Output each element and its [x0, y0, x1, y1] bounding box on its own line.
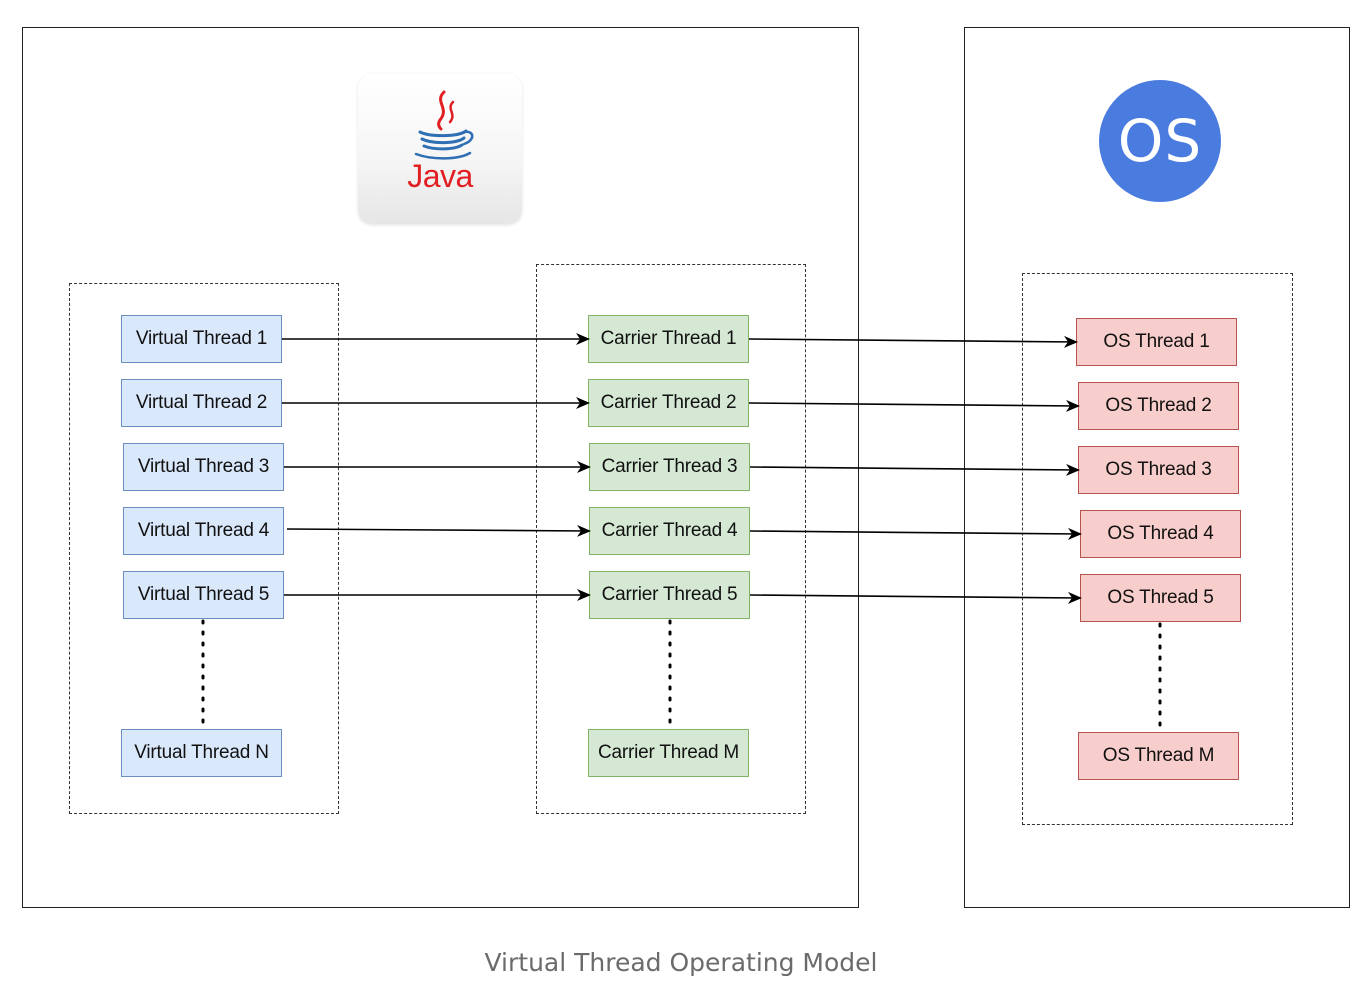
os-thread-5: OS Thread 5: [1080, 574, 1241, 622]
virtual-thread-group: [69, 283, 339, 814]
os-thread-m: OS Thread M: [1078, 732, 1239, 780]
os-logo: OS: [1099, 80, 1221, 202]
carrier-thread-2: Carrier Thread 2: [588, 379, 749, 427]
os-thread-4: OS Thread 4: [1080, 510, 1241, 558]
virtual-thread-n: Virtual Thread N: [121, 729, 282, 777]
carrier-thread-m: Carrier Thread M: [588, 729, 749, 777]
carrier-thread-group: [536, 264, 806, 814]
virtual-thread-1: Virtual Thread 1: [121, 315, 282, 363]
virtual-thread-4: Virtual Thread 4: [123, 507, 284, 555]
carrier-thread-4: Carrier Thread 4: [589, 507, 750, 555]
carrier-thread-1: Carrier Thread 1: [588, 315, 749, 363]
java-logo-text: Java: [407, 158, 473, 194]
carrier-thread-3: Carrier Thread 3: [589, 443, 750, 491]
java-coffee-cup-icon: [414, 90, 474, 160]
os-thread-2: OS Thread 2: [1078, 382, 1239, 430]
os-thread-1: OS Thread 1: [1076, 318, 1237, 366]
virtual-thread-3: Virtual Thread 3: [123, 443, 284, 491]
diagram-caption: Virtual Thread Operating Model: [484, 948, 878, 977]
carrier-thread-5: Carrier Thread 5: [589, 571, 750, 619]
os-thread-group: [1022, 273, 1293, 825]
virtual-thread-5: Virtual Thread 5: [123, 571, 284, 619]
os-thread-3: OS Thread 3: [1078, 446, 1239, 494]
java-logo: Java: [358, 74, 522, 224]
virtual-thread-2: Virtual Thread 2: [121, 379, 282, 427]
